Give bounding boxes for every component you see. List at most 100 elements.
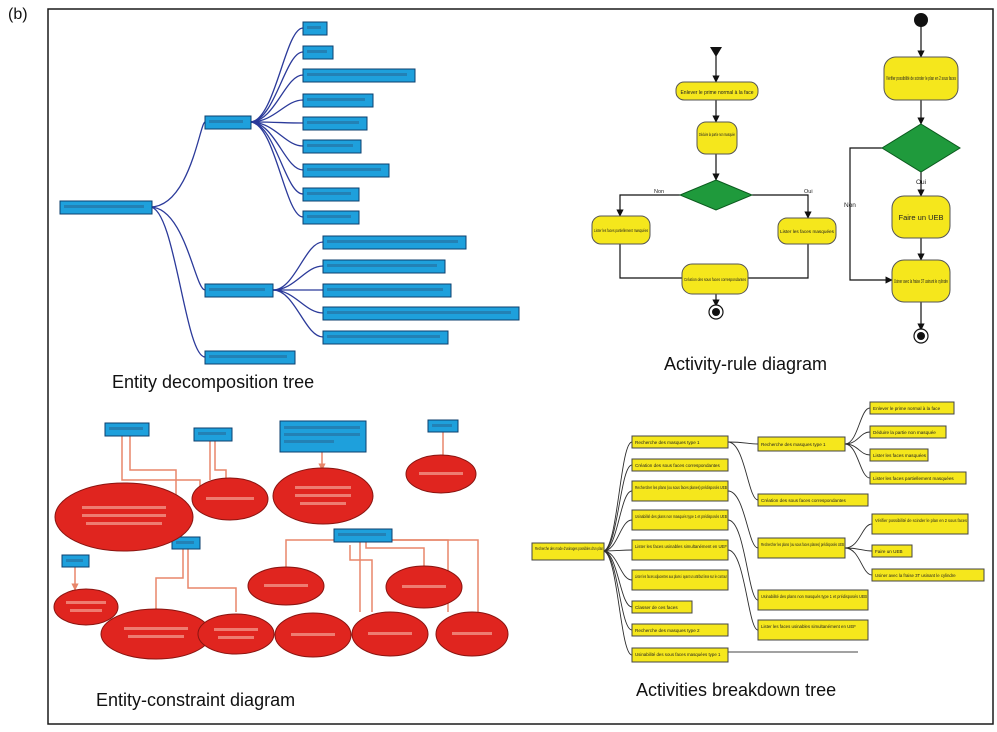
constraint-entity bbox=[193, 427, 233, 442]
breakdown-node-label: Lister les faces masquées bbox=[873, 453, 927, 458]
activity-box bbox=[883, 56, 959, 101]
activity-box bbox=[891, 195, 951, 239]
breakdown-node bbox=[757, 589, 869, 611]
tree-node bbox=[322, 283, 452, 298]
constraint-ellipse bbox=[197, 613, 275, 655]
tree-node bbox=[302, 210, 360, 225]
breakdown-node bbox=[631, 458, 729, 472]
activity-box bbox=[696, 121, 738, 155]
start-node-marker bbox=[710, 47, 722, 57]
breakdown-node-label: Recherche des masques type 2 bbox=[635, 628, 700, 633]
activity-box bbox=[591, 215, 651, 245]
tree-node bbox=[322, 330, 449, 345]
breakdown-node bbox=[757, 619, 869, 641]
breakdown-node-label: Rechercher les plans (ou sous faces plan… bbox=[761, 542, 844, 547]
constraint-entity bbox=[427, 419, 459, 433]
breakdown-node bbox=[869, 448, 929, 462]
breakdown-node bbox=[631, 480, 729, 502]
tree-node bbox=[322, 235, 467, 250]
entity-constraint-diagram bbox=[53, 419, 509, 660]
constraint-entity bbox=[104, 422, 150, 437]
tree-node bbox=[302, 21, 328, 36]
breakdown-node bbox=[869, 471, 967, 485]
activity-step-label: Usiner avec la fraise 3T usinant le cyli… bbox=[894, 279, 948, 285]
branch-yes-label: Oui bbox=[804, 189, 813, 195]
breakdown-node bbox=[631, 623, 729, 637]
activity-step-label: Lister les faces partiellement masquées bbox=[594, 228, 648, 233]
tree-node bbox=[302, 163, 390, 178]
breakdown-node-label: Classer de ces faces bbox=[635, 605, 678, 610]
tree-node bbox=[302, 93, 374, 108]
tree-links bbox=[149, 27, 324, 358]
breakdown-node-label: Lister les faces usinables simultanément… bbox=[635, 544, 727, 549]
breakdown-node bbox=[631, 569, 729, 591]
breakdown-node-label: Faire un UEB bbox=[875, 549, 903, 554]
breakdown-node-label: Déduire la partie non masquée bbox=[873, 430, 936, 435]
breakdown-node bbox=[631, 647, 729, 663]
caption-activities-breakdown-tree: Activities breakdown tree bbox=[636, 680, 837, 700]
activity-rule-diagram-left: Enlever le prime normal à la face Déduir… bbox=[591, 47, 837, 320]
constraint-entity bbox=[61, 554, 90, 568]
tree-node bbox=[302, 68, 416, 83]
activities-breakdown-tree: Recherche des mode d'usinages possibles … bbox=[531, 401, 985, 663]
branch-no-label: Non bbox=[844, 202, 856, 209]
decision-diamond bbox=[881, 123, 961, 173]
breakdown-root-node bbox=[531, 542, 605, 561]
constraint-ellipse bbox=[53, 588, 119, 626]
activity-box bbox=[777, 217, 837, 245]
breakdown-node bbox=[757, 493, 869, 507]
decision-diamond bbox=[678, 179, 754, 211]
activity-step-label: Faire un UEB bbox=[898, 213, 943, 222]
caption-activity-rule-diagram: Activity-rule diagram bbox=[664, 354, 828, 374]
constraint-entities bbox=[61, 419, 459, 568]
breakdown-node bbox=[631, 509, 729, 531]
constraint-entity bbox=[279, 420, 367, 453]
breakdown-node bbox=[869, 425, 947, 439]
tree-node bbox=[302, 139, 362, 154]
entity-decomposition-tree bbox=[59, 21, 520, 365]
activity-box bbox=[891, 259, 951, 303]
tree-node bbox=[204, 350, 296, 365]
constraint-entity bbox=[171, 536, 201, 550]
caption-entity-decomposition-tree: Entity decomposition tree bbox=[112, 372, 315, 392]
constraint-ellipses bbox=[53, 454, 509, 660]
activity-step-label: Vérifier possibilité de scinder le plan … bbox=[886, 76, 956, 82]
breakdown-node-label: Recherche des masques type 1 bbox=[635, 440, 700, 445]
branch-no-label: Non bbox=[654, 189, 664, 195]
constraint-entity bbox=[333, 528, 393, 543]
breakdown-node-label: Création des sous faces correspondantes bbox=[761, 498, 846, 503]
activity-step-label: Enlever le prime normal à la face bbox=[680, 90, 753, 96]
breakdown-node-label: Lister les faces adjacentes aux plans i … bbox=[635, 574, 727, 579]
breakdown-node bbox=[871, 513, 969, 535]
breakdown-node bbox=[631, 435, 729, 449]
activity-step-label: Déduire la partie non masquée bbox=[699, 132, 735, 138]
breakdown-node-label: Lister les faces partiellement masquées bbox=[873, 476, 954, 481]
breakdown-node-label: Enlever le prime normal à la face bbox=[873, 406, 941, 411]
activity-rule-diagram-right: Vérifier possibilité de scinder le plan … bbox=[844, 13, 961, 344]
breakdown-node bbox=[757, 537, 846, 559]
breakdown-node bbox=[757, 436, 846, 452]
start-node bbox=[914, 13, 928, 27]
tree-node bbox=[322, 306, 520, 321]
breakdown-node-label: Usiner avec la fraise 3T usinant le cyli… bbox=[875, 573, 956, 578]
activity-step-label: Lister les faces masquées bbox=[780, 229, 835, 235]
breakdown-node bbox=[871, 544, 913, 558]
breakdown-node-label: Vérifier possibilité de scinder le plan … bbox=[875, 518, 968, 523]
breakdown-node-label: Usinabilité des plans non masqués type 1… bbox=[635, 514, 727, 519]
breakdown-node-label: Usinabilité des plans non masqués type 1… bbox=[761, 594, 867, 599]
constraint-ellipse bbox=[100, 608, 212, 660]
tree-node bbox=[204, 115, 252, 130]
breakdown-node-label: Usinabilité des sous faces masquées type… bbox=[635, 652, 721, 657]
tree-node bbox=[302, 45, 334, 60]
branch-yes-label: Oui bbox=[916, 179, 926, 186]
tree-node bbox=[322, 259, 446, 274]
breakdown-node-label: Lister les faces usinables simultanément… bbox=[761, 624, 856, 629]
breakdown-node bbox=[631, 539, 729, 561]
activity-box bbox=[675, 81, 759, 101]
tree-node bbox=[302, 116, 368, 131]
breakdown-node-label: Recherche des mode d'usinages possibles … bbox=[535, 546, 603, 551]
breakdown-node-label: Recherche des masques type 1 bbox=[761, 442, 826, 447]
tree-node bbox=[302, 187, 360, 202]
